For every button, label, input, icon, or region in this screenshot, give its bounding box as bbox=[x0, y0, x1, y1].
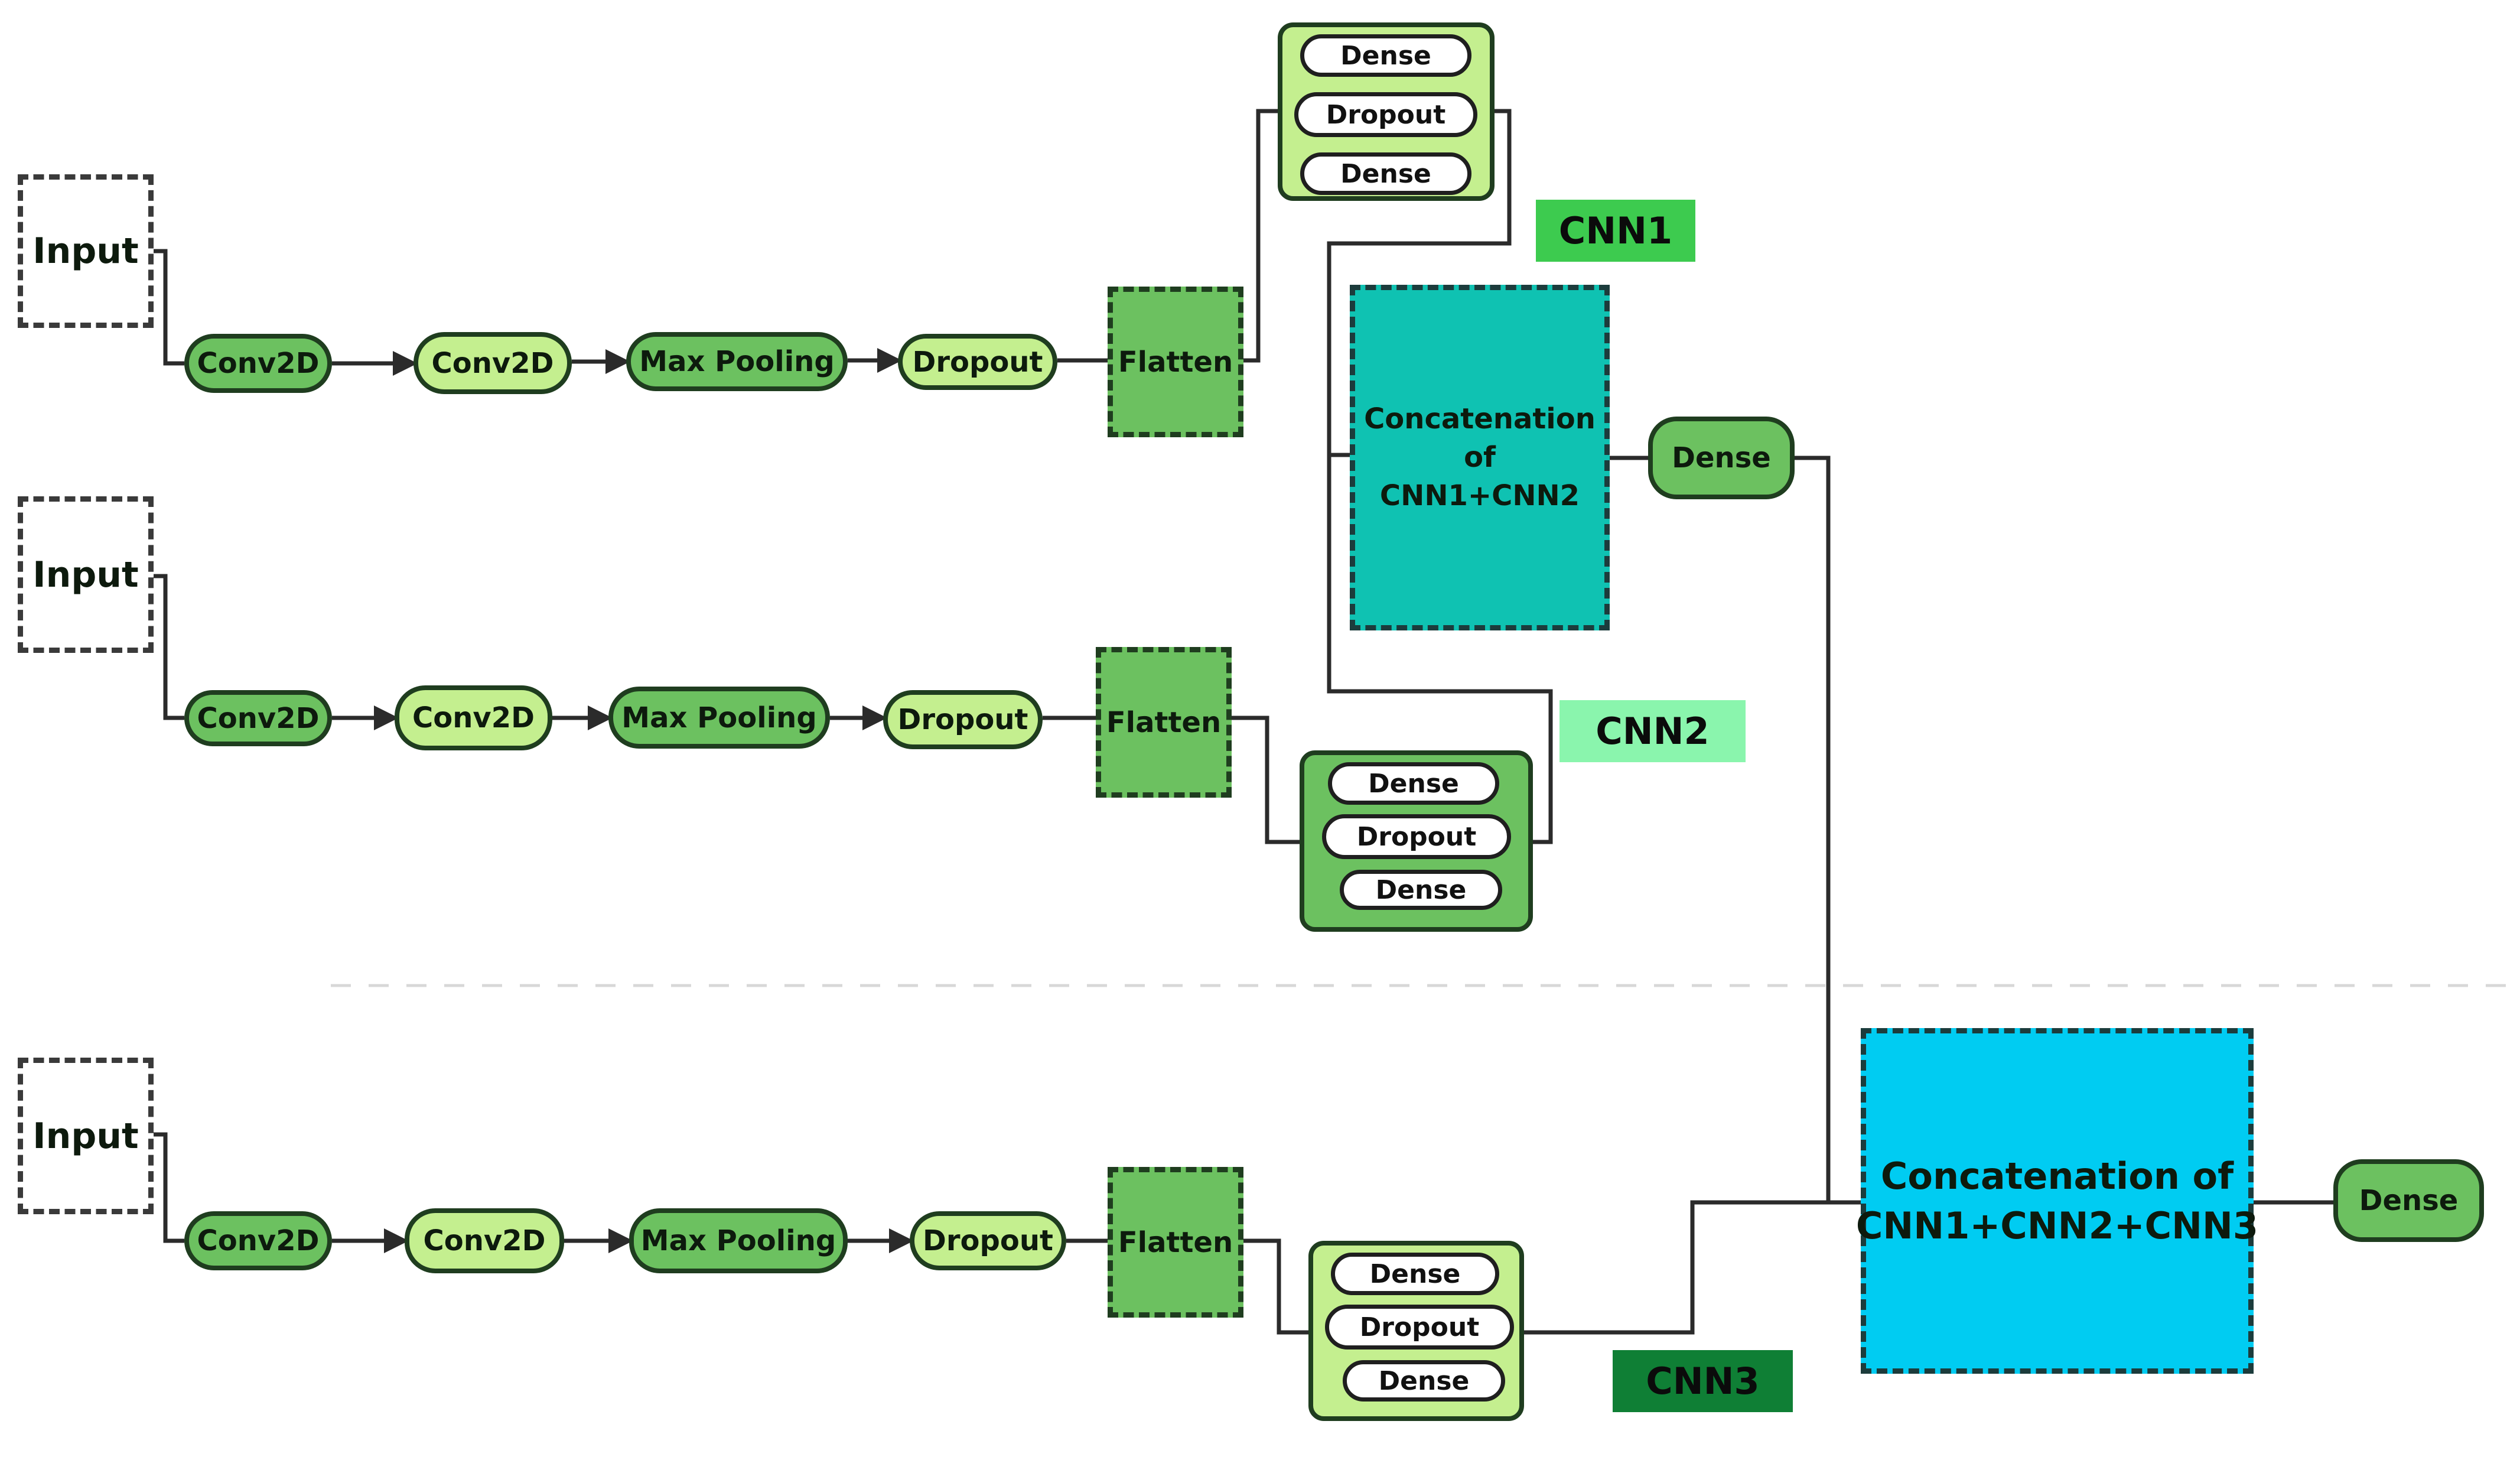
dropout-2: Dropout bbox=[883, 690, 1043, 749]
stack-2-dense-bottom: Dense bbox=[1340, 870, 1502, 910]
stack-1-dropout: Dropout bbox=[1294, 92, 1477, 137]
conv2d-1b: Conv2D bbox=[414, 332, 572, 394]
maxpool-2: Max Pooling bbox=[608, 687, 830, 749]
maxpool-1: Max Pooling bbox=[626, 332, 848, 391]
stack-1-dense-bottom: Dense bbox=[1300, 152, 1471, 195]
stack-3-dropout: Dropout bbox=[1325, 1305, 1514, 1350]
tag-cnn2: CNN2 bbox=[1559, 700, 1746, 762]
dense-stack-1: Dense Dropout Dense bbox=[1278, 22, 1495, 201]
concat-cnn1-cnn2: Concatenation of CNN1+CNN2 bbox=[1350, 285, 1610, 630]
flatten-3: Flatten bbox=[1108, 1167, 1243, 1318]
flatten-2: Flatten bbox=[1096, 647, 1232, 798]
concat12-line1: Concatenation of bbox=[1364, 402, 1596, 474]
conv2d-2a: Conv2D bbox=[184, 690, 332, 746]
concat123-line1: Concatenation of bbox=[1880, 1154, 2234, 1198]
stack-2-dropout: Dropout bbox=[1322, 814, 1511, 859]
conv2d-2b: Conv2D bbox=[395, 685, 552, 750]
conv2d-3b: Conv2D bbox=[405, 1208, 564, 1273]
input-1: Input bbox=[18, 174, 154, 328]
conv2d-1a: Conv2D bbox=[184, 334, 332, 393]
input-3: Input bbox=[18, 1058, 154, 1214]
tag-cnn3: CNN3 bbox=[1613, 1350, 1793, 1412]
stack-2-dense-top: Dense bbox=[1328, 762, 1499, 805]
stack-1-dense-top: Dense bbox=[1300, 34, 1471, 77]
dense-stack-3: Dense Dropout Dense bbox=[1308, 1241, 1524, 1421]
flatten-1: Flatten bbox=[1108, 287, 1243, 437]
concat12-line2: CNN1+CNN2 bbox=[1379, 479, 1580, 512]
concat123-line2: CNN1+CNN2+CNN3 bbox=[1855, 1204, 2259, 1247]
input-2: Input bbox=[18, 496, 154, 653]
tag-cnn1: CNN1 bbox=[1536, 200, 1695, 262]
dropout-3: Dropout bbox=[910, 1211, 1066, 1270]
concat-cnn1-cnn2-cnn3: Concatenation of CNN1+CNN2+CNN3 bbox=[1856, 1028, 2258, 1374]
maxpool-3: Max Pooling bbox=[629, 1208, 848, 1273]
dense-stack-2: Dense Dropout Dense bbox=[1300, 750, 1533, 932]
dense-after-concat12: Dense bbox=[1648, 417, 1795, 499]
dropout-1: Dropout bbox=[898, 334, 1057, 390]
output-dense: Dense bbox=[2333, 1159, 2484, 1242]
stack-3-dense-bottom: Dense bbox=[1343, 1360, 1505, 1402]
conv2d-3a: Conv2D bbox=[184, 1211, 332, 1270]
stack-3-dense-top: Dense bbox=[1331, 1253, 1499, 1295]
